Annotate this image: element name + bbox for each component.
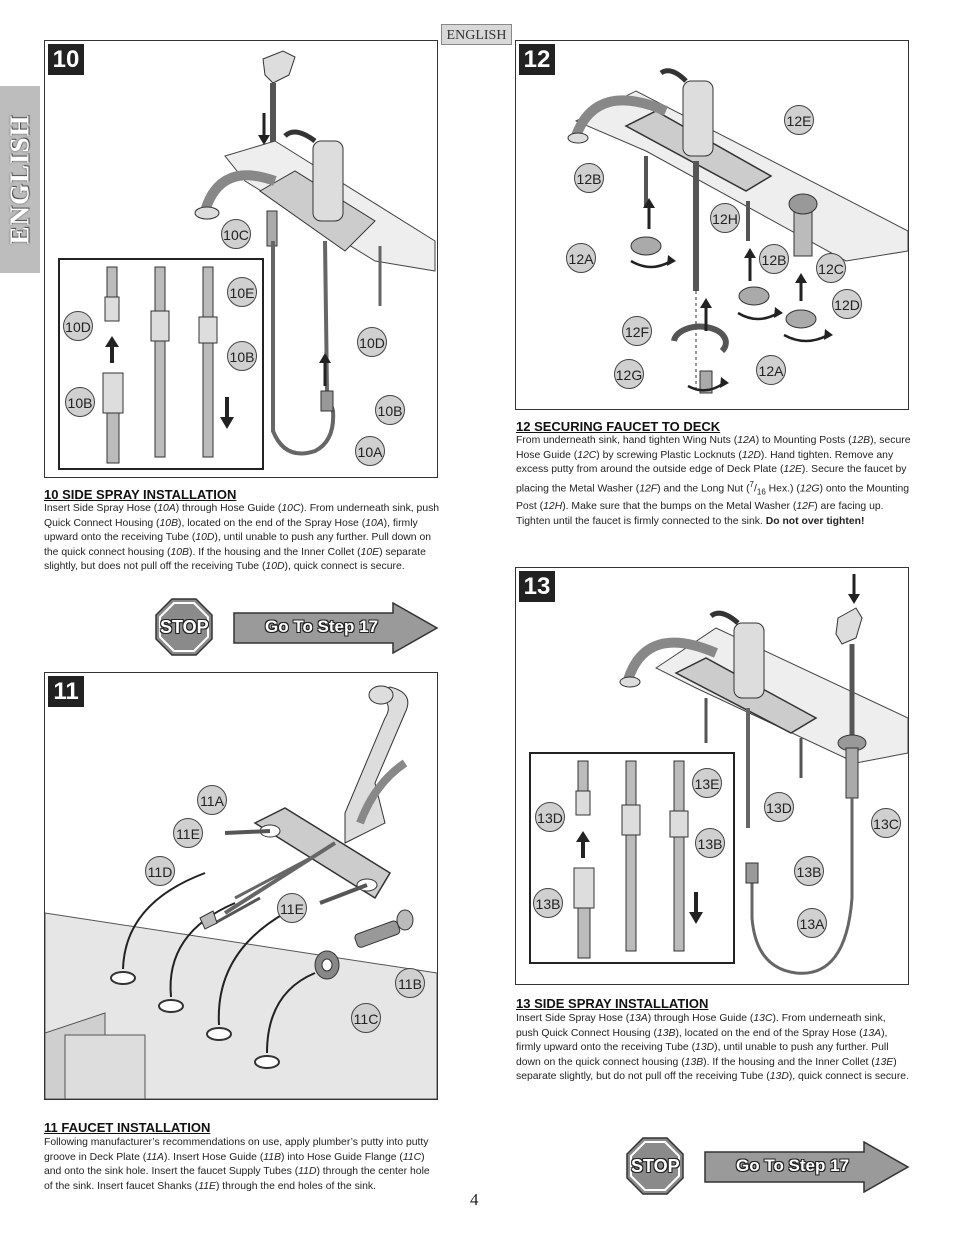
callout-10D-inset: 10D xyxy=(63,311,93,341)
side-language-tab: ENGLISH xyxy=(0,86,40,273)
callout-10B-inset: 10B xyxy=(227,341,257,371)
callout-12B-top: 12B xyxy=(574,163,604,193)
step10-number: 10 xyxy=(48,44,84,75)
rotate-arrow-icon xyxy=(737,307,783,321)
down-arrow-icon xyxy=(258,113,270,145)
up-arrow-icon xyxy=(643,198,655,229)
callout-13B: 13B xyxy=(794,856,824,886)
callout-10D: 10D xyxy=(357,327,387,357)
step12-illustration xyxy=(567,68,908,394)
callout-10C: 10C xyxy=(221,219,251,249)
callout-13E: 13E xyxy=(692,768,722,798)
step10-heading: 10 SIDE SPRAY INSTALLATION xyxy=(44,487,237,502)
down-arrow-icon xyxy=(848,574,860,604)
callout-12C: 12C xyxy=(816,253,846,283)
stop-sign-icon xyxy=(155,598,213,656)
up-arrow-icon xyxy=(576,831,590,858)
up-arrow-icon xyxy=(700,298,712,331)
rotate-arrow-icon xyxy=(630,255,676,269)
right-arrow-icon[interactable] xyxy=(704,1141,910,1193)
step13-illustration xyxy=(529,574,908,975)
up-arrow-icon xyxy=(795,273,807,301)
step10-illustration xyxy=(58,50,436,470)
callout-11D: 11D xyxy=(145,856,175,886)
rotate-arrow-icon xyxy=(783,329,833,343)
step11-number: 11 xyxy=(48,676,84,707)
stop-label: STOP xyxy=(631,1156,680,1176)
stop-label: STOP xyxy=(160,617,209,637)
step12-panel: 12 12E 12B 12 xyxy=(515,40,909,410)
step11-instructions: Following manufacturer’s recommendations… xyxy=(44,1137,430,1192)
callout-13D: 13D xyxy=(764,792,794,822)
step12-heading: 12 SECURING FAUCET TO DECK xyxy=(516,419,721,434)
step11-panel: 11 11A 11E 11 xyxy=(44,672,438,1100)
callout-11A: 11A xyxy=(197,785,227,815)
language-tab: ENGLISH xyxy=(441,24,512,45)
callout-12B: 12B xyxy=(759,244,789,274)
step13-instructions: Insert Side Spray Hose (13A) through Hos… xyxy=(516,1013,909,1083)
step13-number: 13 xyxy=(519,571,555,602)
down-arrow-icon xyxy=(689,892,703,924)
callout-12F: 12F xyxy=(622,316,652,346)
callout-12A-right: 12A xyxy=(756,355,786,385)
callout-13D-inset: 13D xyxy=(535,802,565,832)
callout-11B: 11B xyxy=(395,968,425,998)
callout-12H: 12H xyxy=(710,203,740,233)
step12-instructions: From underneath sink, hand tighten Wing … xyxy=(516,435,911,527)
go-to-step-17-button[interactable]: Go To Step 17 xyxy=(265,617,379,636)
callout-10E: 10E xyxy=(227,277,257,307)
side-tab-label: ENGLISH xyxy=(4,114,35,245)
callout-12G: 12G xyxy=(614,359,644,389)
up-arrow-icon xyxy=(744,248,756,281)
down-arrow-icon xyxy=(220,397,234,429)
page-number: 4 xyxy=(470,1190,479,1209)
rotate-arrow-icon xyxy=(687,377,729,392)
up-arrow-icon xyxy=(319,353,331,386)
step10-instructions: Insert Side Spray Hose (10A) through Hos… xyxy=(44,503,440,573)
up-arrow-icon xyxy=(105,336,119,363)
callout-11E: 11E xyxy=(277,893,307,923)
callout-13C: 13C xyxy=(871,808,901,838)
callout-13B-inset: 13B xyxy=(695,828,725,858)
callout-11C: 11C xyxy=(351,1003,381,1033)
callout-11E-top: 11E xyxy=(173,818,203,848)
right-arrow-icon[interactable] xyxy=(233,602,439,654)
step13-panel: 13 xyxy=(515,567,909,985)
step12-number: 12 xyxy=(519,44,555,75)
callout-12A-left: 12A xyxy=(566,243,596,273)
step11-heading: 11 FAUCET INSTALLATION xyxy=(44,1120,211,1135)
step13-heading: 13 SIDE SPRAY INSTALLATION xyxy=(516,996,709,1011)
callout-12E: 12E xyxy=(784,105,814,135)
callout-13B-lower: 13B xyxy=(533,888,563,918)
stop-sign-icon xyxy=(626,1137,684,1195)
callout-10B: 10B xyxy=(375,395,405,425)
callout-13A: 13A xyxy=(797,908,827,938)
callout-12D: 12D xyxy=(832,289,862,319)
callout-10B-lower: 10B xyxy=(65,387,95,417)
callout-10A: 10A xyxy=(355,436,385,466)
step11-illustration xyxy=(45,685,437,1099)
step10-panel: 10 xyxy=(44,40,438,478)
go-to-step-17-button[interactable]: Go To Step 17 xyxy=(736,1156,850,1175)
